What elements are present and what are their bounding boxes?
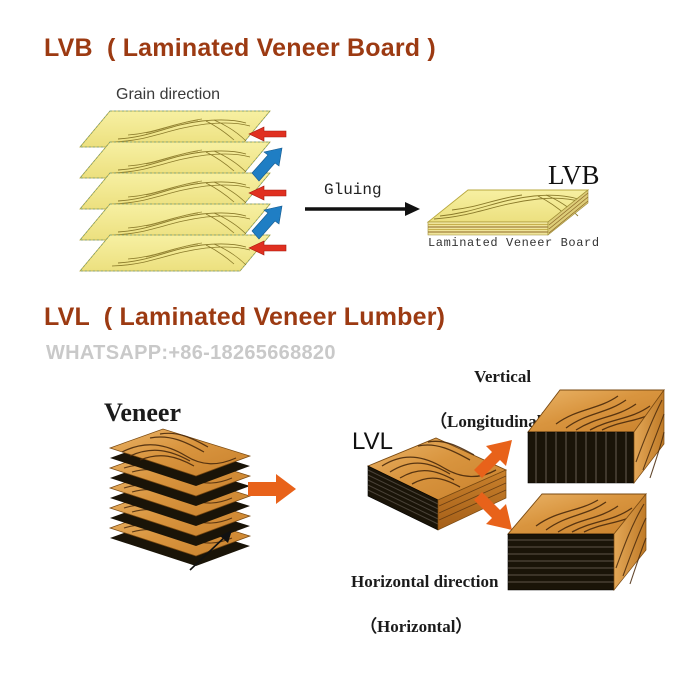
lvl-veneer-stack xyxy=(108,428,252,566)
lvb-section-title: LVB ( Laminated Veneer Board ) xyxy=(44,34,436,62)
grain-arrow-red-1 xyxy=(248,126,287,142)
diagram-canvas: LVB ( Laminated Veneer Board ) LVL ( Lam… xyxy=(44,34,665,636)
vertical-label-line1: Vertical xyxy=(474,367,532,386)
lvb-finished-board xyxy=(426,189,590,236)
horizontal-orientation-label: Horizontal direction （Horizontal） xyxy=(334,552,498,677)
arrow-veneer-to-lvl xyxy=(248,474,296,504)
grain-direction-label: Grain direction xyxy=(116,86,221,103)
grain-arrow-red-3 xyxy=(248,240,287,256)
lvl-section-title: LVL ( Laminated Veneer Lumber) xyxy=(44,303,446,331)
grain-arrow-red-2 xyxy=(248,185,287,201)
horizontal-label-line1: Horizontal direction xyxy=(351,572,499,591)
vertical-label-line2: （Longitudinal） xyxy=(430,412,559,431)
veneer-label: Veneer xyxy=(104,398,182,427)
veneer-sheet xyxy=(108,468,252,526)
gluing-label: Gluing xyxy=(324,181,382,199)
arrow-to-horizontal-beam xyxy=(474,492,512,530)
veneer-sheet-top xyxy=(108,428,252,486)
grain-arrow-blue-2 xyxy=(251,205,283,240)
lvl-badge-label: LVL xyxy=(352,428,393,455)
grain-arrow-blue-1 xyxy=(251,147,283,182)
veneer-sheet xyxy=(108,448,252,506)
veneer-sheet xyxy=(108,488,252,546)
veneer-sheet xyxy=(108,508,252,566)
lvb-veneer-stack xyxy=(79,110,271,272)
horizontal-lamination-beam xyxy=(507,493,647,591)
whatsapp-watermark: WHATSAPP:+86-18265668820 xyxy=(46,342,336,364)
vertical-orientation-label: Vertical （Longitudinal） xyxy=(430,347,559,472)
grain-arrow-group xyxy=(248,126,287,256)
lvb-result-badge: LVB xyxy=(548,160,600,190)
lvb-result-caption: Laminated Veneer Board xyxy=(428,236,600,250)
horizontal-label-line2: （Horizontal） xyxy=(360,617,473,636)
gluing-arrow xyxy=(305,202,420,216)
veneer-direction-arrow xyxy=(189,530,232,571)
